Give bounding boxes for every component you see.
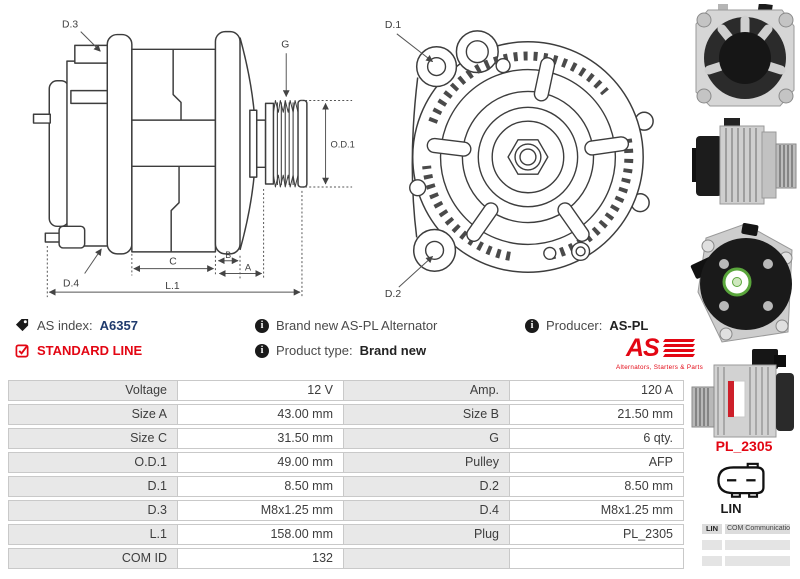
brand-new-row: Brand new AS-PL Alternator [255,318,437,333]
table-row: D.3 M8x1.25 mm D.4 M8x1.25 mm [8,500,686,521]
spec-value-cell: 132 [177,548,344,569]
dim-label-c: C [169,257,177,268]
spec-table: Voltage 12 V Amp. 120 A Size A 43.00 mm … [8,380,686,572]
product-photo-front[interactable] [690,3,800,110]
brand-new-text: Brand new AS-PL Alternator [276,318,438,333]
producer-label: Producer: [546,318,603,333]
spec-label-cell: L.1 [8,524,178,545]
spec-label-cell: Plug [343,524,510,545]
table-row: L.1 158.00 mm Plug PL_2305 [8,524,686,545]
product-photo-side-left[interactable] [690,347,800,445]
spec-label-cell [343,548,510,569]
spec-label-cell: COM ID [8,548,178,569]
spec-label-cell: O.D.1 [8,452,178,473]
spec-label-cell: G [343,428,510,449]
spec-label-cell: Pulley [343,452,510,473]
info-icon [255,343,269,358]
table-row: COM ID 132 [8,548,686,569]
as-index-label: AS index: [37,318,93,333]
plug-connector-drawing [712,462,772,505]
dim-label-a: A [245,263,252,273]
standard-line-label: STANDARD LINE [37,343,143,358]
spec-value-cell: 21.50 mm [509,404,684,425]
spec-value-cell: M8x1.25 mm [177,500,344,521]
spec-value-cell: 12 V [177,380,344,401]
producer-row: Producer: AS-PL [525,318,648,333]
plug-code-label: PL_2305 [715,438,773,454]
front-view-drawing: D.1 D.2 [385,20,654,300]
table-row: Size C 31.50 mm G 6 qty. [8,428,686,449]
spec-value-cell: M8x1.25 mm [509,500,684,521]
spec-label-cell: Voltage [8,380,178,401]
com-table-header-row: LIN COM Communication [702,524,790,534]
as-pl-logo-tagline: Alternators, Starters & Parts [615,364,704,371]
connector-type-label: LIN [720,501,742,516]
standard-line-row: STANDARD LINE [15,343,142,358]
product-photo-rear[interactable] [690,220,800,346]
spec-label-cell: Size A [8,404,178,425]
spec-value-cell: 8.50 mm [177,476,344,497]
product-type-label: Product type: [276,343,353,358]
table-row: O.D.1 49.00 mm Pulley AFP [8,452,686,473]
spec-label-cell: D.2 [343,476,510,497]
spec-value-cell: 31.50 mm [177,428,344,449]
front-view-diagram: D.1 D.2 [360,6,682,306]
spec-value-cell: PL_2305 [509,524,684,545]
as-pl-logo: AS Alternators, Starters & Parts [612,334,707,372]
as-index-row: AS index: A6357 [15,318,138,333]
spec-label-cell: Amp. [343,380,510,401]
dim-label-od1: O.D.1 [330,140,354,150]
table-row: Size A 43.00 mm Size B 21.50 mm [8,404,686,425]
spec-label-cell: Size B [343,404,510,425]
dim-label-d4: D.4 [63,278,79,289]
spec-value-cell: 6 qty. [509,428,684,449]
spec-value-cell [509,548,684,569]
dim-label-l1: L.1 [165,281,180,292]
dim-label-b: B [225,250,231,260]
side-view-diagram: D.3 G O.D.1 D.4 C B A L.1 [6,6,358,306]
spec-label-cell: D.1 [8,476,178,497]
com-header-communication: COM Communication [725,524,790,534]
spec-value-cell: 120 A [509,380,684,401]
side-view-drawing: D.3 G O.D.1 D.4 C B A L.1 [32,20,355,298]
as-pl-logo-stripes [662,339,696,359]
spec-value-cell: AFP [509,452,684,473]
com-header-lin: LIN [702,524,722,534]
com-table-row [702,540,790,550]
dim-label-g: G [281,39,289,50]
product-photo-side-right[interactable] [690,114,800,216]
spec-label-cell: D.3 [8,500,178,521]
dim-label-d3: D.3 [62,20,78,31]
spec-label-cell: Size C [8,428,178,449]
table-row: Voltage 12 V Amp. 120 A [8,380,686,401]
com-table-row [702,556,790,566]
producer-value: AS-PL [609,318,649,333]
product-type-value: Brand new [359,343,427,358]
spec-value-cell: 8.50 mm [509,476,684,497]
spec-label-cell: D.4 [343,500,510,521]
table-row: D.1 8.50 mm D.2 8.50 mm [8,476,686,497]
dim-label-d2: D.2 [385,289,401,300]
com-communication-table: LIN COM Communication [702,524,790,572]
checkbox-checked-icon [15,344,29,358]
dim-label-d1: D.1 [385,20,401,31]
spec-value-cell: 49.00 mm [177,452,344,473]
info-icon [255,318,269,333]
tag-icon [15,318,29,332]
product-type-row: Product type: Brand new [255,343,426,358]
as-pl-logo-text: AS [626,334,660,362]
spec-value-cell: 158.00 mm [177,524,344,545]
info-icon [525,318,539,333]
as-index-value: A6357 [99,318,138,333]
spec-value-cell: 43.00 mm [177,404,344,425]
